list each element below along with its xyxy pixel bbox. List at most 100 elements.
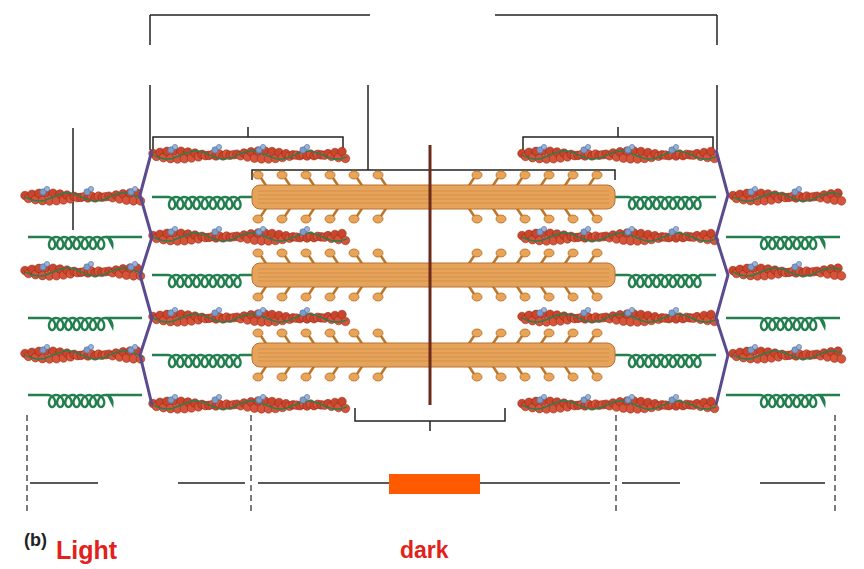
tropomyosin bbox=[153, 401, 347, 409]
myosin-head bbox=[349, 329, 359, 337]
h-zone-bracket bbox=[355, 408, 505, 431]
thin-filament bbox=[21, 344, 145, 363]
titin-spring bbox=[726, 237, 840, 249]
sarcomere-bracket bbox=[495, 14, 717, 16]
thin-filament bbox=[149, 394, 350, 413]
troponin bbox=[625, 144, 635, 153]
band-line bbox=[30, 482, 98, 484]
troponin-unit bbox=[796, 261, 801, 266]
troponin-unit bbox=[260, 307, 265, 312]
troponin bbox=[300, 226, 310, 235]
bracket-tick bbox=[716, 15, 718, 45]
rod-stripe bbox=[258, 281, 609, 282]
myosin-head bbox=[373, 373, 383, 381]
myosin-head bbox=[568, 171, 578, 179]
band-line bbox=[760, 482, 825, 484]
troponin bbox=[581, 226, 591, 235]
troponin bbox=[84, 186, 94, 195]
tropomyosin bbox=[153, 151, 347, 159]
troponin bbox=[212, 144, 222, 153]
troponin bbox=[212, 307, 222, 316]
actin-bead bbox=[837, 272, 846, 281]
thin-filament bbox=[149, 307, 350, 326]
rod-stripe bbox=[258, 277, 609, 278]
troponin bbox=[168, 394, 178, 403]
bracket-tick bbox=[149, 15, 151, 45]
troponin-unit bbox=[260, 226, 265, 231]
myosin-head bbox=[520, 249, 530, 257]
rod-stripe bbox=[258, 199, 609, 200]
troponin bbox=[128, 186, 138, 195]
thin-filament bbox=[518, 226, 719, 245]
myosin-head bbox=[349, 373, 359, 381]
titin-spring bbox=[152, 275, 256, 287]
troponin bbox=[212, 226, 222, 235]
troponin-unit bbox=[172, 394, 177, 399]
myosin-head bbox=[520, 329, 530, 337]
troponin bbox=[212, 394, 222, 403]
troponin-unit bbox=[172, 144, 177, 149]
troponin-unit bbox=[585, 307, 590, 312]
troponin-unit bbox=[216, 144, 221, 149]
myosin-head bbox=[253, 293, 263, 301]
m-line bbox=[429, 145, 432, 405]
myosin-head bbox=[349, 293, 359, 301]
dashed-line bbox=[26, 415, 27, 512]
troponin bbox=[537, 226, 547, 235]
troponin-unit bbox=[216, 226, 221, 231]
troponin bbox=[84, 261, 94, 270]
myosin-head bbox=[592, 329, 602, 337]
myosin-head bbox=[472, 373, 482, 381]
troponin-unit bbox=[541, 144, 546, 149]
myosin-head bbox=[568, 249, 578, 257]
troponin bbox=[168, 226, 178, 235]
troponin-unit bbox=[216, 307, 221, 312]
titin-spring bbox=[28, 318, 142, 330]
troponin-unit bbox=[629, 307, 634, 312]
z-disc bbox=[140, 150, 152, 405]
myosin-head bbox=[520, 293, 530, 301]
troponin bbox=[581, 144, 591, 153]
troponin-unit bbox=[629, 394, 634, 399]
myosin-head bbox=[253, 329, 263, 337]
troponin-unit bbox=[673, 394, 678, 399]
myosin-head bbox=[277, 171, 287, 179]
redaction-patch bbox=[389, 474, 480, 494]
troponin bbox=[40, 261, 50, 270]
panel-letter: (b) bbox=[24, 531, 47, 551]
thin-filament bbox=[518, 394, 719, 413]
troponin bbox=[128, 344, 138, 353]
troponin-unit bbox=[260, 394, 265, 399]
myosin-head bbox=[301, 373, 311, 381]
rod-stripe bbox=[258, 349, 609, 350]
myosin-head bbox=[349, 249, 359, 257]
myosin-head bbox=[277, 249, 287, 257]
thin-filament bbox=[21, 261, 145, 280]
myosin-rod bbox=[252, 343, 615, 367]
myosin-head bbox=[496, 293, 506, 301]
dashed-line bbox=[834, 415, 835, 512]
myosin-head bbox=[568, 373, 578, 381]
troponin bbox=[256, 226, 266, 235]
rod-stripe bbox=[258, 273, 609, 274]
troponin-unit bbox=[44, 344, 49, 349]
troponin bbox=[300, 144, 310, 153]
myosin-head bbox=[373, 249, 383, 257]
troponin-unit bbox=[260, 144, 265, 149]
z-disc-leader bbox=[716, 85, 718, 150]
myosin-head bbox=[544, 249, 554, 257]
tropomyosin bbox=[522, 401, 716, 409]
thin-filament bbox=[149, 226, 350, 245]
myosin-head bbox=[544, 215, 554, 223]
myosin-head bbox=[472, 215, 482, 223]
titin-spring bbox=[726, 318, 840, 330]
myosin-head bbox=[472, 329, 482, 337]
myosin-head bbox=[472, 171, 482, 179]
myosin-head bbox=[568, 293, 578, 301]
troponin-unit bbox=[216, 394, 221, 399]
troponin bbox=[300, 394, 310, 403]
thin-filament bbox=[729, 261, 846, 280]
troponin-unit bbox=[585, 394, 590, 399]
titin-spring bbox=[612, 355, 716, 367]
